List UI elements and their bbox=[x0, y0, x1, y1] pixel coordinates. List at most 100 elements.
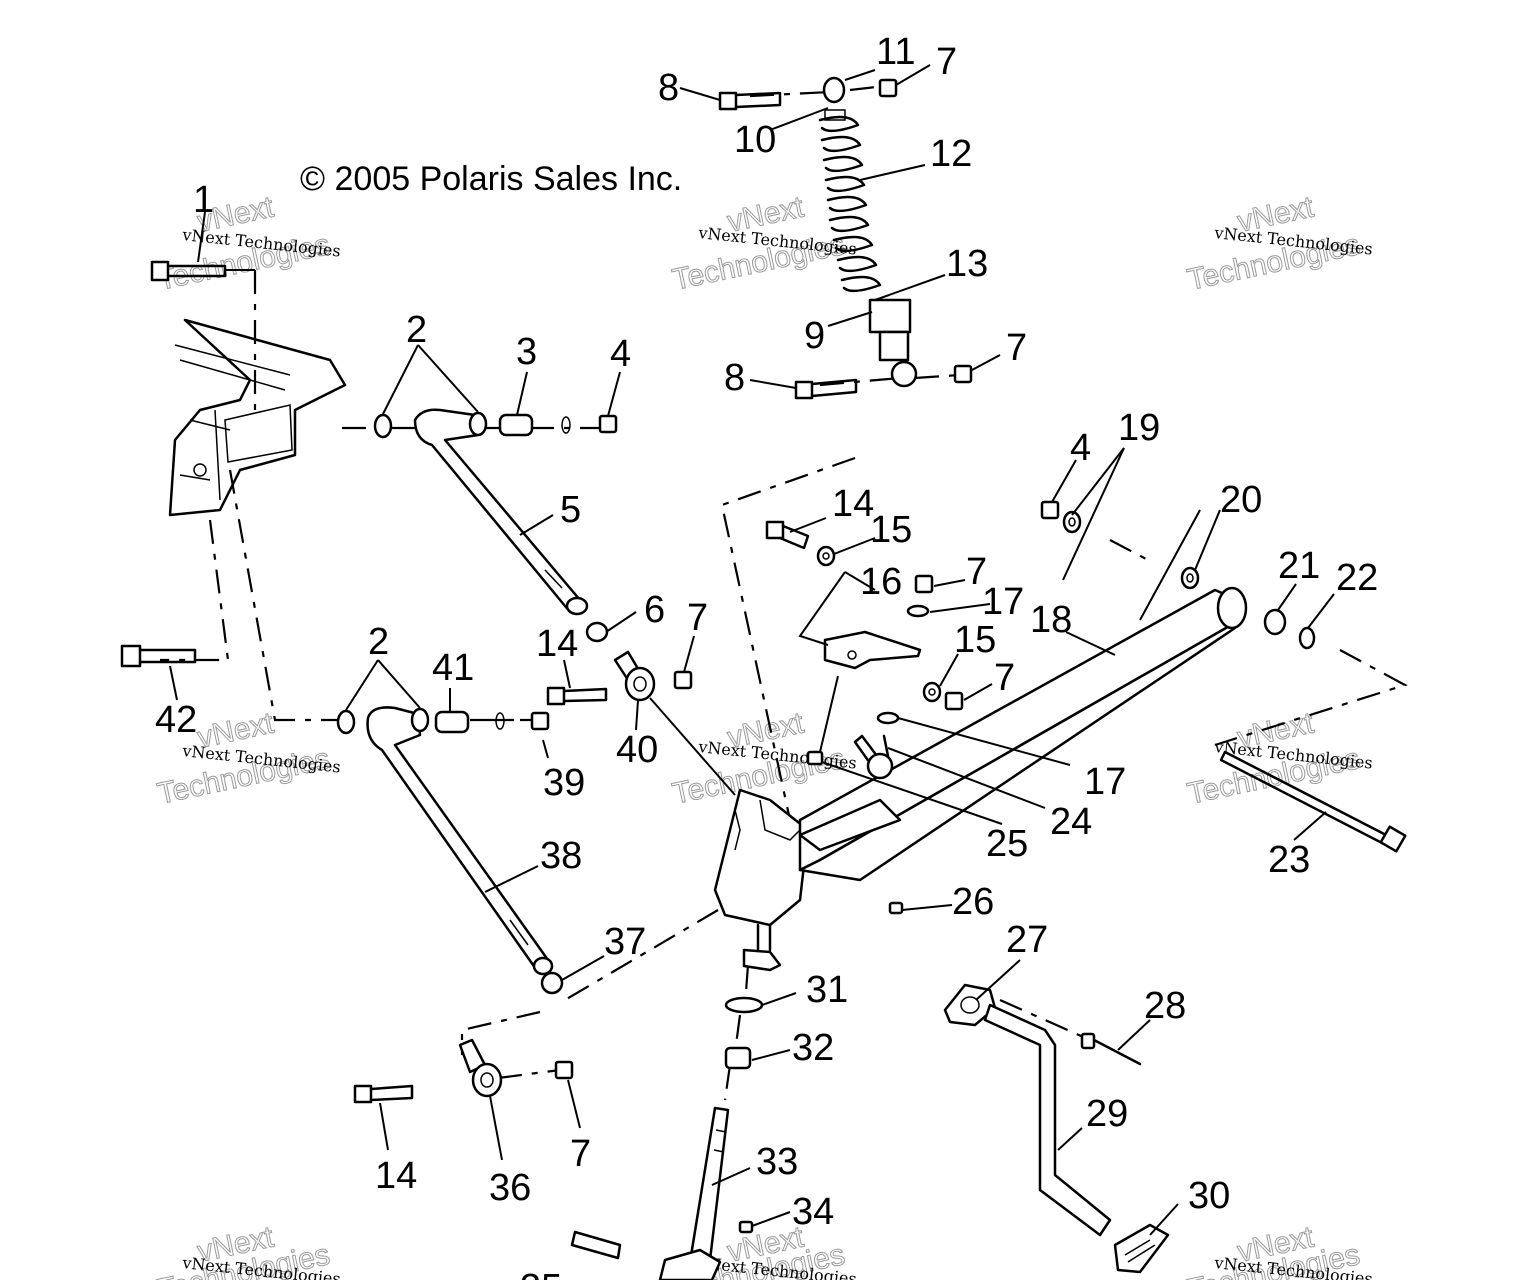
bolt-14-mid bbox=[546, 686, 608, 706]
callout-8-top: 8 bbox=[658, 67, 679, 109]
callout-22: 22 bbox=[1336, 557, 1378, 599]
callout-4-right: 4 bbox=[1070, 427, 1091, 469]
nut-7-top bbox=[878, 78, 898, 98]
callout-7-shock: 7 bbox=[1006, 327, 1027, 369]
frame-bracket bbox=[168, 318, 347, 517]
pedal-pad-30 bbox=[1113, 1223, 1170, 1274]
callout-27: 27 bbox=[1006, 919, 1048, 961]
callout-32: 32 bbox=[792, 1027, 834, 1069]
callout-21: 21 bbox=[1278, 545, 1320, 587]
tie-rod-end-24 bbox=[853, 734, 894, 780]
callout-26: 26 bbox=[952, 881, 994, 923]
sleeve-41 bbox=[434, 710, 470, 734]
callout-31: 31 bbox=[806, 969, 848, 1011]
nut-4-right bbox=[1040, 500, 1060, 520]
nut-7-mid bbox=[673, 670, 693, 690]
callout-8-bottom: 8 bbox=[724, 357, 745, 399]
bolt-8-bottom bbox=[794, 378, 858, 400]
watermark-top-left: vNext Technologies vNext Technologies bbox=[154, 190, 342, 297]
callout-15-upper: 15 bbox=[870, 509, 912, 551]
callout-38: 38 bbox=[540, 835, 582, 877]
callout-19: 19 bbox=[1118, 407, 1160, 449]
callout-25: 25 bbox=[986, 823, 1028, 865]
pin-35 bbox=[570, 1230, 622, 1260]
bolt-42 bbox=[120, 644, 197, 668]
callout-18: 18 bbox=[1030, 599, 1072, 641]
grease-fitting-34 bbox=[738, 1220, 754, 1234]
nut-37 bbox=[540, 971, 564, 995]
callout-20: 20 bbox=[1220, 479, 1262, 521]
callout-30: 30 bbox=[1188, 1175, 1230, 1217]
callout-40: 40 bbox=[616, 729, 658, 771]
washer-15-upper bbox=[816, 545, 836, 567]
callout-1: 1 bbox=[193, 179, 214, 221]
bracket-16 bbox=[823, 630, 922, 670]
washer-19 bbox=[1062, 510, 1082, 534]
upper-a-arm bbox=[413, 408, 589, 616]
callout-7-top: 7 bbox=[936, 41, 957, 83]
watermark-top-mid: vNext Technologies vNext Technologies bbox=[669, 190, 858, 297]
callout-12: 12 bbox=[930, 133, 972, 175]
nut-39 bbox=[530, 711, 550, 731]
nut-7-right bbox=[944, 691, 964, 711]
bushing-32 bbox=[724, 1046, 752, 1070]
bolt-8-top bbox=[718, 91, 782, 111]
pedal-pin-28 bbox=[1080, 1032, 1142, 1066]
callout-14-mid: 14 bbox=[536, 623, 578, 665]
callout-13: 13 bbox=[946, 243, 988, 285]
callout-28: 28 bbox=[1144, 985, 1186, 1027]
nut-7-upper-mid bbox=[914, 574, 934, 594]
grease-fitting-26 bbox=[888, 901, 904, 915]
callout-16: 16 bbox=[860, 561, 902, 603]
bushings-upper bbox=[373, 411, 488, 439]
callout-10: 10 bbox=[734, 119, 776, 161]
watermark-bottom-left: vNext Technologies vNext Technologies bbox=[154, 1220, 342, 1280]
watermark-mid-right: vNext Technologies vNext Technologies bbox=[1184, 706, 1374, 811]
washer-31 bbox=[724, 996, 764, 1014]
bolt-23 bbox=[1219, 750, 1407, 853]
bushing-21 bbox=[1263, 608, 1287, 636]
callout-11: 11 bbox=[876, 31, 915, 73]
spindle-housing bbox=[713, 788, 810, 972]
nut-7-lower bbox=[554, 1060, 574, 1080]
callout-14-upper: 14 bbox=[832, 483, 874, 525]
watermarks: vNext Technologies vNext Technologies vN… bbox=[154, 190, 1374, 1280]
shock-absorber bbox=[818, 76, 918, 388]
callouts: 1 2 3 4 5 6 7 14 41 2 42 40 39 38 37 14 … bbox=[155, 31, 1378, 1280]
callout-7-upper-right: 7 bbox=[966, 551, 987, 593]
nut-6 bbox=[585, 621, 609, 643]
callout-17-lower: 17 bbox=[1084, 761, 1126, 803]
sleeve-3 bbox=[498, 413, 534, 437]
callout-33: 33 bbox=[756, 1141, 798, 1183]
ball-joint-36 bbox=[458, 1038, 503, 1098]
callout-15-lower: 15 bbox=[954, 619, 996, 661]
bolt-1 bbox=[150, 260, 255, 282]
callout-23: 23 bbox=[1268, 839, 1310, 881]
brake-pedal-29 bbox=[983, 1003, 1112, 1237]
washer-20 bbox=[1180, 566, 1200, 590]
callout-9: 9 bbox=[804, 315, 825, 357]
callout-41: 41 bbox=[432, 647, 474, 689]
callout-7-lower: 7 bbox=[570, 1133, 591, 1175]
callout-3: 3 bbox=[516, 331, 537, 373]
callout-5: 5 bbox=[560, 489, 581, 531]
nut-4-left bbox=[598, 414, 618, 434]
callout-17-upper: 17 bbox=[982, 581, 1024, 623]
callout-29: 29 bbox=[1086, 1093, 1128, 1135]
callout-4-left: 4 bbox=[610, 333, 631, 375]
washer-17-lower bbox=[876, 711, 900, 725]
callout-6: 6 bbox=[644, 589, 665, 631]
steering-post bbox=[658, 1106, 730, 1280]
trailing-arm bbox=[798, 586, 1248, 882]
callout-7-right: 7 bbox=[994, 657, 1015, 699]
shock-spring bbox=[818, 115, 882, 293]
callout-42: 42 bbox=[155, 699, 197, 741]
ring-22 bbox=[1298, 626, 1316, 650]
fitting-25 bbox=[806, 750, 824, 766]
washer-15-lower bbox=[922, 681, 942, 703]
watermark-top-right: vNext Technologies vNext Technologies bbox=[1184, 190, 1374, 297]
ball-joint-40 bbox=[613, 650, 736, 796]
lower-a-arm bbox=[366, 706, 554, 976]
copyright-notice: © 2005 Polaris Sales Inc. bbox=[300, 160, 682, 198]
